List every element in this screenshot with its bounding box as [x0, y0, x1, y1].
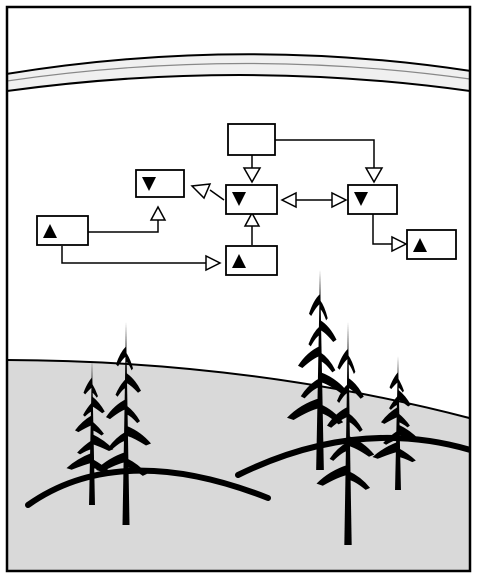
edge-top-right	[275, 139, 375, 168]
arrowhead-farleft-lefttop	[149, 205, 167, 221]
tree-branch	[320, 372, 348, 394]
tree-branch	[92, 396, 105, 414]
node-center	[225, 184, 278, 215]
arrowhead-into-bottomright	[391, 235, 408, 253]
tree-branch	[92, 433, 114, 451]
frame-border	[5, 5, 472, 573]
tree-branch	[298, 346, 320, 368]
tree-branch	[309, 294, 320, 316]
arrowhead-top-center	[242, 167, 262, 184]
tree-branch	[83, 402, 92, 417]
tree-trunk	[89, 360, 95, 505]
edge-farleft-lefttop	[88, 220, 159, 233]
arrowhead-into-right	[331, 191, 348, 209]
diagram-nodes	[36, 123, 457, 276]
tree-branch	[77, 439, 92, 455]
tree-trunk	[316, 270, 324, 470]
tree-branch	[308, 326, 320, 347]
tree-branch	[381, 406, 398, 424]
tree-branch	[320, 352, 336, 373]
tree-branch	[348, 412, 363, 432]
tree-branch	[96, 451, 126, 472]
tree-branch	[83, 377, 92, 395]
tree-branch	[106, 399, 126, 420]
tree-branch	[348, 470, 371, 490]
sky-band-top-line	[7, 53, 470, 75]
arrowhead-top-right	[364, 167, 384, 184]
sky-band	[7, 54, 470, 92]
tree-branch	[66, 452, 92, 470]
tree-branch	[398, 447, 416, 463]
tree-trunk	[122, 322, 130, 525]
node-left-top	[135, 169, 185, 198]
tree-branch	[126, 405, 140, 424]
tree-branch	[327, 406, 348, 428]
sky-band-mid-line	[7, 62, 470, 82]
tree-trunk	[344, 322, 352, 545]
trees-group	[66, 270, 420, 545]
edge-right-bottomright	[372, 214, 392, 245]
tree-branch	[75, 415, 92, 433]
tree-branch	[329, 441, 348, 461]
tree-branch	[348, 377, 364, 399]
tree-branch	[348, 435, 375, 457]
node-right	[347, 184, 398, 215]
tree-branch	[372, 441, 398, 459]
tree-branch	[398, 424, 420, 442]
down-triangle-icon	[354, 192, 368, 206]
tree-branch	[320, 300, 328, 321]
up-triangle-icon	[413, 238, 427, 252]
down-triangle-icon	[232, 192, 246, 206]
tree-branch	[398, 412, 410, 428]
node-far-left	[36, 215, 89, 246]
diagram-arrowheads	[149, 167, 408, 272]
tree-branch	[383, 430, 398, 445]
tree-branch	[389, 372, 398, 390]
tree-branch	[336, 383, 348, 403]
up-triangle-icon	[232, 254, 246, 268]
tree-branch	[300, 378, 320, 399]
tree-branch	[398, 378, 404, 393]
tree-branch	[320, 320, 337, 342]
tree-branch	[126, 352, 133, 371]
arrowhead-into-bottomcenter	[205, 254, 222, 272]
node-top	[227, 123, 276, 156]
tree-branch	[126, 457, 147, 476]
tree-branch	[348, 354, 356, 374]
diagram-node-markers	[43, 177, 427, 268]
tree-branch	[92, 421, 104, 436]
tree-branch	[92, 383, 98, 398]
tree-branch	[316, 464, 348, 486]
tree-branch	[126, 425, 151, 446]
node-bottom-right	[406, 229, 457, 260]
tree-branch	[116, 346, 126, 367]
tree-branch	[108, 431, 126, 450]
tree-branch	[287, 398, 320, 420]
diagram-edges	[61, 139, 392, 264]
flow-diagram	[36, 123, 457, 276]
arrowhead-into-center	[280, 191, 297, 209]
tree-branch	[126, 372, 141, 393]
tree-branch	[389, 395, 398, 410]
hill-right	[235, 434, 470, 478]
tree-branch	[398, 389, 411, 407]
arrowhead-into-center-from-below	[243, 211, 261, 227]
up-triangle-icon	[43, 224, 57, 238]
tree-branch	[337, 348, 348, 370]
tree-branch	[115, 378, 126, 397]
sky-band-bottom-line	[7, 74, 470, 93]
edge-farleft-bottomcenter	[61, 246, 206, 264]
edge-center-lefttop	[209, 189, 225, 201]
down-triangle-icon	[142, 177, 156, 191]
node-bottom-center	[225, 245, 278, 276]
arrowhead-into-lefttop	[190, 183, 212, 200]
hill-left	[25, 467, 271, 508]
